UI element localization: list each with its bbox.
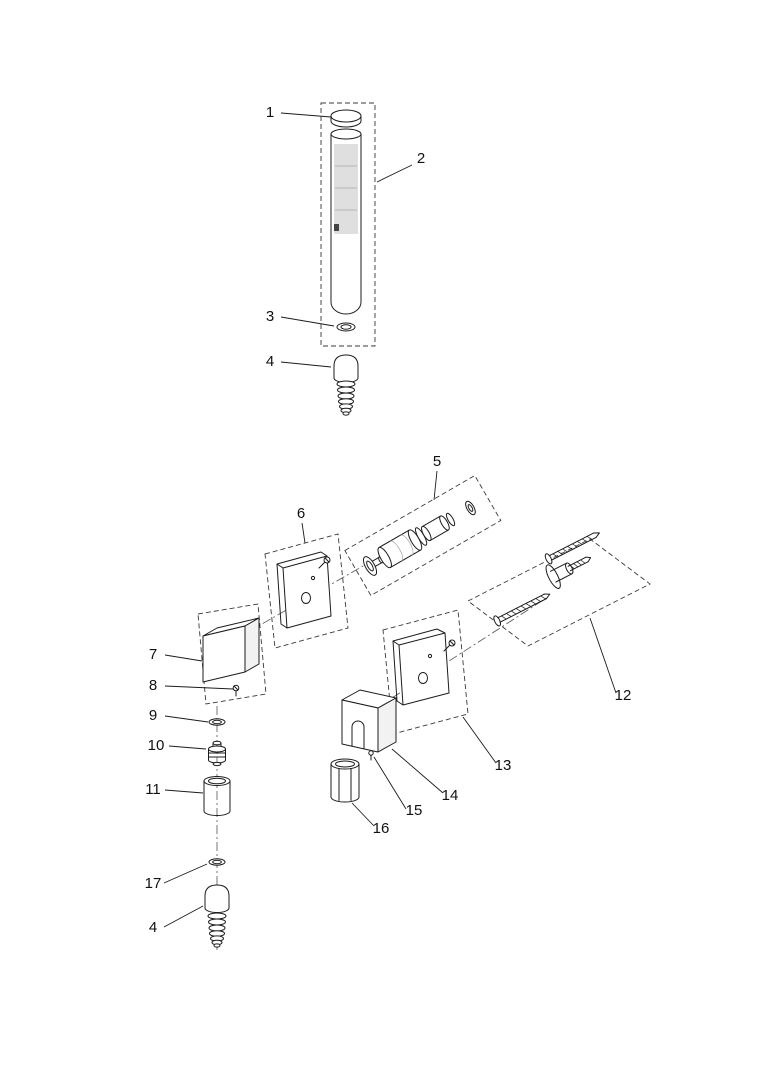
boundary-box-escutcheon-right bbox=[382, 609, 469, 735]
boundary-box-escutcheon-left bbox=[264, 533, 349, 649]
callout-9: 9 bbox=[149, 707, 157, 724]
part-escutcheon-right bbox=[392, 628, 456, 706]
callout-13: 13 bbox=[495, 757, 512, 774]
callout-8: 8 bbox=[149, 677, 157, 694]
part-slide-sleeve bbox=[330, 758, 360, 803]
part-washer-17 bbox=[208, 858, 226, 866]
callout-6: 6 bbox=[297, 505, 305, 522]
callout-3: 3 bbox=[266, 308, 274, 325]
leader-lines bbox=[163, 112, 617, 928]
part-anchor-group bbox=[493, 532, 600, 627]
leader-4b bbox=[163, 905, 204, 928]
part-handshower-wand bbox=[330, 128, 362, 315]
part-spacer-sleeve bbox=[203, 776, 231, 816]
leader-3 bbox=[280, 316, 335, 327]
callout-4: 4 bbox=[266, 353, 274, 370]
callout-15: 15 bbox=[406, 802, 423, 819]
callout-10: 10 bbox=[148, 737, 165, 754]
part-set-screw-8 bbox=[232, 684, 240, 697]
part-check-valve bbox=[208, 740, 226, 767]
part-shower-holder bbox=[341, 689, 397, 753]
callout-1: 1 bbox=[266, 104, 274, 121]
callout-7: 7 bbox=[149, 646, 157, 663]
leader-13 bbox=[462, 716, 497, 764]
callout-labels: 1 2 3 4 5 6 7 8 9 10 11 12 13 14 15 16 1… bbox=[145, 104, 632, 936]
leader-16 bbox=[351, 802, 375, 827]
leader-2 bbox=[376, 164, 413, 183]
leader-10 bbox=[168, 745, 207, 750]
part-holder-pin bbox=[368, 750, 374, 761]
boundary-box-anchor bbox=[467, 538, 651, 647]
callout-11: 11 bbox=[145, 781, 161, 798]
part-connector-bottom bbox=[204, 884, 230, 948]
part-valve-cartridge bbox=[344, 474, 502, 597]
leader-1 bbox=[280, 112, 332, 118]
callout-5: 5 bbox=[433, 453, 441, 470]
part-washer-9 bbox=[208, 718, 226, 726]
leader-5 bbox=[433, 470, 438, 501]
callout-14: 14 bbox=[442, 787, 459, 804]
callout-17: 17 bbox=[145, 875, 162, 892]
callout-4-duplicate: 4 bbox=[149, 919, 157, 936]
part-wall-elbow bbox=[202, 617, 260, 683]
leader-9 bbox=[164, 715, 209, 723]
leader-12 bbox=[589, 617, 617, 694]
part-connector-top bbox=[333, 354, 359, 416]
part-cap bbox=[330, 109, 362, 128]
callout-2: 2 bbox=[417, 150, 425, 167]
leader-14 bbox=[391, 748, 444, 794]
leader-7 bbox=[164, 654, 203, 662]
leader-15 bbox=[373, 756, 407, 810]
part-escutcheon-left bbox=[276, 551, 332, 629]
leader-8 bbox=[164, 685, 234, 690]
leader-11 bbox=[164, 789, 204, 794]
wand-logo-mark bbox=[334, 224, 339, 231]
boundary-box-wand bbox=[320, 102, 376, 347]
leader-17 bbox=[163, 863, 208, 884]
part-washer-top bbox=[336, 322, 356, 332]
callout-12: 12 bbox=[615, 687, 632, 704]
callout-16: 16 bbox=[373, 820, 390, 837]
leader-6 bbox=[301, 522, 306, 544]
leader-4 bbox=[280, 361, 332, 368]
